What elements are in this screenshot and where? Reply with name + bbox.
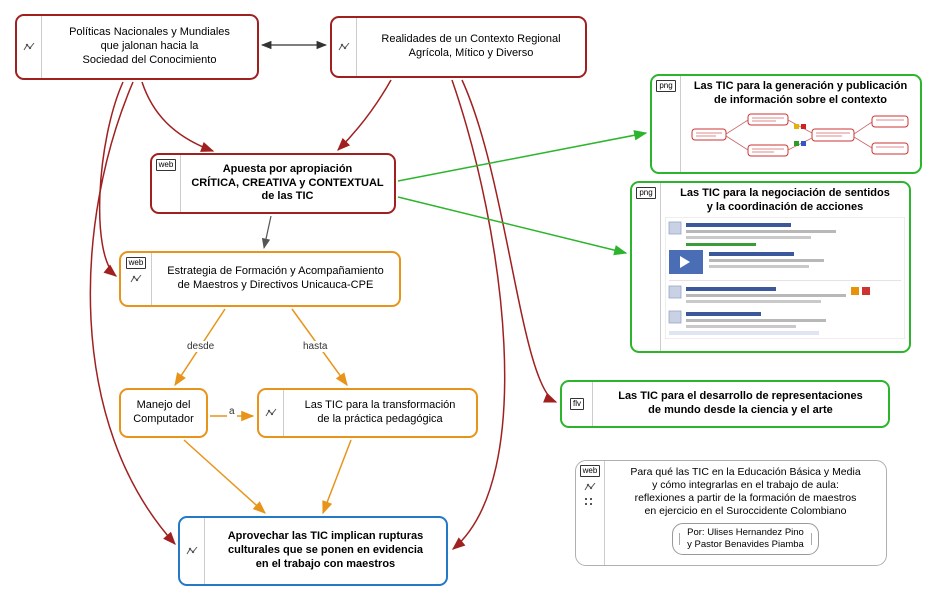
node-transformacion-rail [259, 390, 284, 436]
link-label-desde[interactable]: desde [185, 341, 217, 352]
node-apuesta-rail: web [152, 155, 181, 212]
link-label-hasta[interactable]: hasta [301, 341, 330, 352]
resource-badge-web[interactable]: web [155, 159, 177, 171]
link-apuesta-generacion [397, 130, 648, 182]
node-label: Las TIC para la transformación de la prá… [304, 399, 456, 425]
node-estrategia[interactable]: web Estrategia de Formación y Acompañami… [119, 251, 401, 307]
resource-badge-png[interactable]: png [656, 80, 676, 92]
node-realidades[interactable]: Realidades de un Contexto Regional Agríc… [330, 16, 587, 78]
node-generacion-rail: png [652, 76, 681, 172]
link-realidades-desarrollo [461, 79, 558, 403]
resource-badge-web[interactable]: web [579, 465, 601, 477]
social-feed-thumbnail [664, 216, 906, 344]
node-label: Las TIC para el desarrollo de representa… [618, 390, 863, 416]
node-realidades-rail [332, 18, 357, 76]
linked-cmap-icon[interactable] [130, 273, 142, 285]
link-transformacion-aprovechar [322, 439, 352, 515]
link-politicas-aprovechar [89, 81, 176, 545]
linked-cmap-icon[interactable] [265, 407, 277, 419]
node-label: Aprovechar las TIC implican rupturas cul… [227, 530, 424, 570]
node-label: Estrategia de Formación y Acompañamiento… [167, 265, 384, 291]
link-label-a[interactable]: a [227, 406, 237, 417]
node-politicas-rail [17, 16, 42, 78]
resource-badge-flv[interactable]: flv [570, 398, 584, 410]
divider-tick [679, 532, 681, 545]
concept-map-thumbnail [686, 110, 916, 165]
node-paraque-rail: web [576, 461, 605, 565]
node-negociacion[interactable]: png Las TIC para la negociación de senti… [630, 181, 911, 353]
linked-cmap-icon[interactable] [23, 41, 35, 53]
node-label: Realidades de un Contexto Regional Agríc… [381, 33, 561, 59]
dots-icon[interactable] [584, 497, 596, 507]
node-negociacion-rail: png [632, 183, 661, 351]
resource-badge-png[interactable]: png [636, 187, 656, 199]
node-manejo[interactable]: Manejo del Computador [119, 388, 208, 438]
linked-cmap-icon[interactable] [186, 545, 198, 557]
node-label: Las TIC para la negociación de sentidos … [680, 187, 890, 213]
node-desarrollo[interactable]: flv Las TIC para el desarrollo de repres… [560, 380, 890, 428]
node-label: Políticas Nacionales y Mundiales que jal… [69, 26, 230, 66]
linked-cmap-icon[interactable] [338, 41, 350, 53]
node-label: Para qué las TIC en la Educación Básica … [630, 466, 861, 518]
node-label: Manejo del Computador [133, 399, 194, 425]
node-paraque[interactable]: web Para qué las TIC en la Educación Bás… [575, 460, 887, 566]
node-transformacion[interactable]: Las TIC para la transformación de la prá… [257, 388, 478, 438]
link-realidades-apuesta [337, 79, 392, 151]
node-generacion[interactable]: png Las TIC para la generación y publica… [650, 74, 922, 174]
link-apuesta-negociacion [397, 196, 628, 256]
node-politicas[interactable]: Políticas Nacionales y Mundiales que jal… [15, 14, 259, 80]
node-desarrollo-rail: flv [562, 382, 593, 426]
resource-badge-web[interactable]: web [125, 257, 147, 269]
linked-cmap-icon[interactable] [584, 481, 596, 493]
link-politicas-apuesta [141, 81, 215, 152]
node-estrategia-rail: web [121, 253, 152, 305]
node-aprovechar[interactable]: Aprovechar las TIC implican rupturas cul… [178, 516, 448, 586]
node-label: Las TIC para la generación y publicación… [693, 80, 908, 106]
authors-label: Por: Ulises Hernandez Pino y Pastor Bena… [687, 526, 804, 550]
node-label: Apuesta por apropiación CRÍTICA, CREATIV… [191, 162, 384, 203]
link-manejo-aprovechar [183, 439, 266, 514]
node-apuesta[interactable]: web Apuesta por apropiación CRÍTICA, CRE… [150, 153, 396, 214]
node-aprovechar-rail [180, 518, 205, 584]
divider-tick [810, 532, 812, 545]
link-apuesta-estrategia [261, 215, 272, 250]
link-realidades-aprovechar [451, 79, 506, 550]
authors-box[interactable]: Por: Ulises Hernandez Pino y Pastor Bena… [672, 522, 819, 556]
